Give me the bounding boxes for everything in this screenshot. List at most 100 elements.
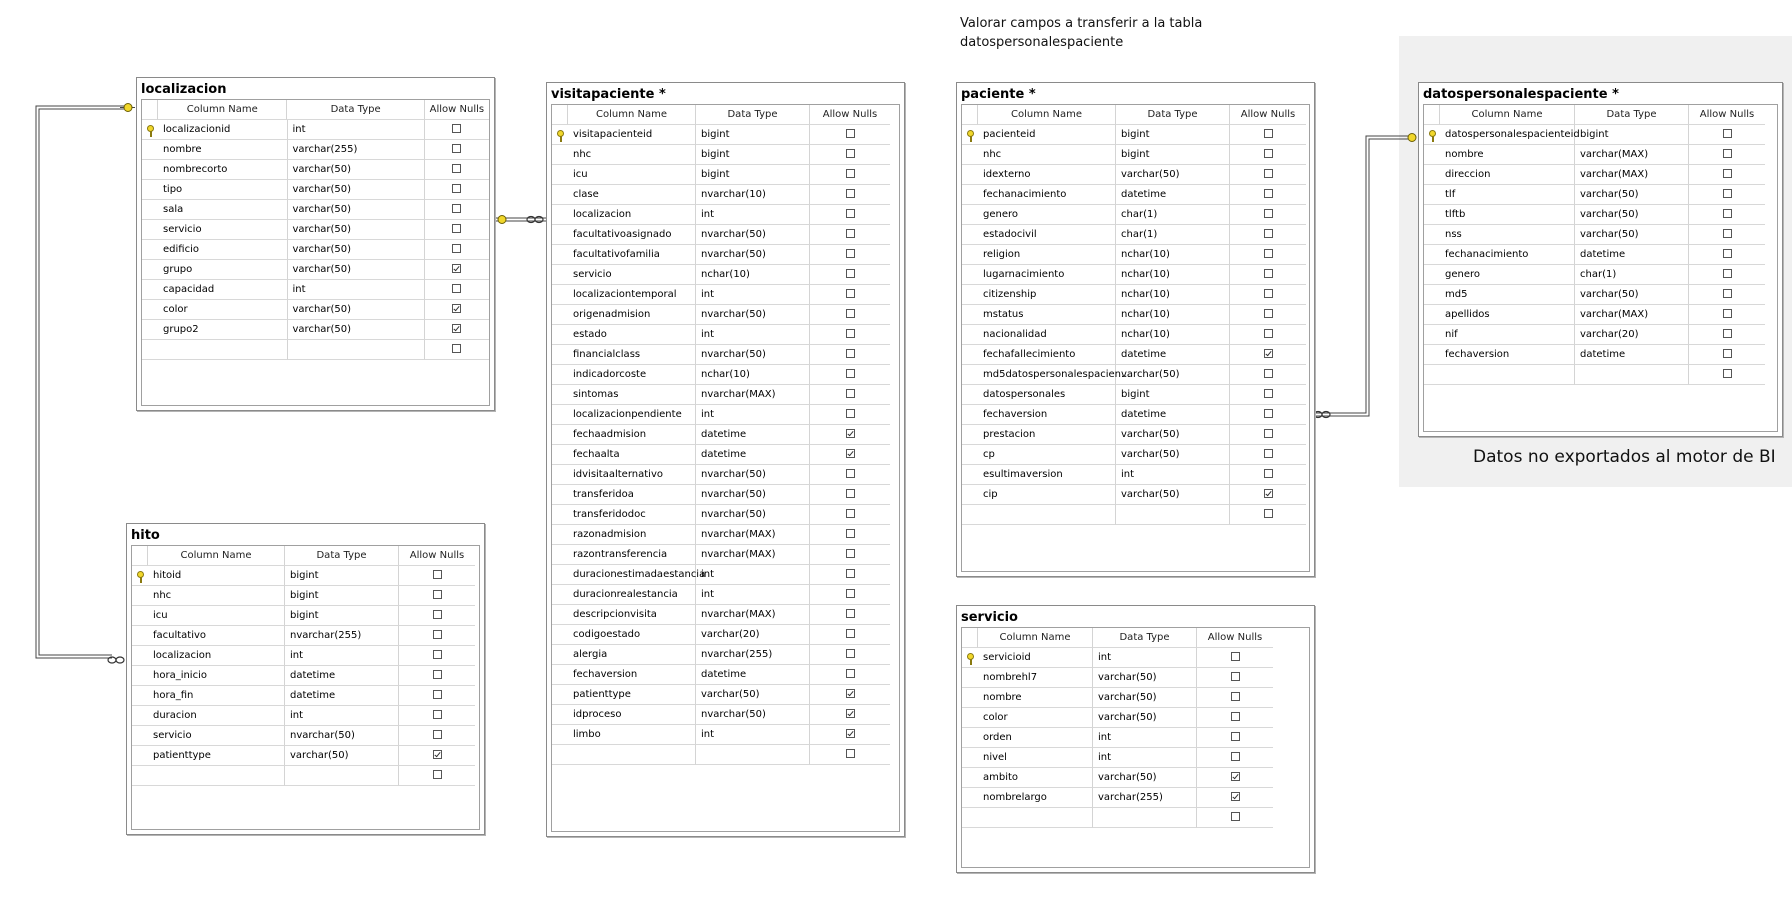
column-name-cell[interactable]: cp — [978, 445, 1116, 465]
allow-nulls-checkbox[interactable] — [1263, 228, 1273, 238]
data-type-cell[interactable]: nchar(10) — [1116, 245, 1230, 265]
allow-nulls-checkbox[interactable] — [452, 243, 462, 253]
column-name-cell[interactable]: fechaversion — [568, 665, 696, 685]
allow-nulls-checkbox[interactable] — [1722, 208, 1732, 218]
data-type-cell[interactable]: varchar(50) — [696, 685, 810, 705]
column-name-cell[interactable]: fechaadmision — [568, 425, 696, 445]
column-name-cell[interactable]: esultimaversion — [978, 465, 1116, 485]
data-type-cell[interactable]: char(1) — [1116, 225, 1230, 245]
allow-nulls-checkbox[interactable] — [1722, 188, 1732, 198]
table-title[interactable]: visitapaciente * — [551, 87, 666, 102]
allow-nulls-checkbox[interactable] — [1722, 128, 1732, 138]
allow-nulls-checkbox[interactable] — [845, 288, 855, 298]
allow-nulls-checkbox[interactable] — [1722, 168, 1732, 178]
allow-nulls-checkbox[interactable] — [845, 568, 855, 578]
allow-nulls-checkbox[interactable] — [845, 148, 855, 158]
column-name-cell[interactable]: fechanacimiento — [978, 185, 1116, 205]
allow-nulls-checkbox[interactable] — [845, 508, 855, 518]
data-type-cell[interactable]: nvarchar(50) — [696, 305, 810, 325]
data-type-cell[interactable]: datetime — [1116, 185, 1230, 205]
allow-nulls-checkbox[interactable] — [432, 589, 442, 599]
column-name-cell[interactable]: lugarnacimiento — [978, 265, 1116, 285]
allow-nulls-checkbox[interactable] — [1263, 428, 1273, 438]
allow-nulls-checkbox[interactable] — [845, 548, 855, 558]
data-type-cell[interactable]: bigint — [1116, 145, 1230, 165]
data-type-cell[interactable]: nvarchar(50) — [696, 245, 810, 265]
allow-nulls-checkbox[interactable] — [452, 143, 462, 153]
data-type-cell[interactable]: varchar(50) — [1575, 225, 1689, 245]
column-name-cell[interactable]: grupo2 — [158, 320, 288, 340]
column-name-cell[interactable]: localizacion — [148, 646, 285, 666]
column-name-cell[interactable]: razonadmision — [568, 525, 696, 545]
allow-nulls-checkbox[interactable] — [452, 223, 462, 233]
data-type-cell[interactable]: nvarchar(MAX) — [696, 525, 810, 545]
data-type-cell[interactable]: bigint — [1116, 385, 1230, 405]
data-type-cell[interactable]: varchar(50) — [287, 220, 425, 240]
column-name-cell[interactable]: cip — [978, 485, 1116, 505]
allow-nulls-checkbox[interactable] — [845, 448, 855, 458]
data-type-cell[interactable]: varchar(50) — [287, 320, 425, 340]
column-name-cell[interactable]: servicio — [568, 265, 696, 285]
data-type-cell[interactable]: datetime — [1116, 345, 1230, 365]
allow-nulls-checkbox[interactable] — [1722, 288, 1732, 298]
column-name-cell[interactable] — [1440, 365, 1575, 385]
data-type-cell[interactable]: bigint — [285, 586, 399, 606]
data-type-cell[interactable]: varchar(50) — [1093, 688, 1197, 708]
allow-nulls-checkbox[interactable] — [845, 748, 855, 758]
data-type-cell[interactable]: nchar(10) — [1116, 285, 1230, 305]
column-name-cell[interactable]: icu — [568, 165, 696, 185]
allow-nulls-checkbox[interactable] — [1263, 408, 1273, 418]
allow-nulls-checkbox[interactable] — [1263, 188, 1273, 198]
column-name-cell[interactable]: transferidodoc — [568, 505, 696, 525]
column-name-cell[interactable]: citizenship — [978, 285, 1116, 305]
column-name-cell[interactable]: duracion — [148, 706, 285, 726]
column-name-cell[interactable]: nombrecorto — [158, 160, 288, 180]
column-name-cell[interactable]: tlftb — [1440, 205, 1575, 225]
column-name-cell[interactable]: idexterno — [978, 165, 1116, 185]
column-name-cell[interactable] — [978, 808, 1093, 828]
allow-nulls-checkbox[interactable] — [1722, 248, 1732, 258]
allow-nulls-checkbox[interactable] — [1230, 651, 1240, 661]
allow-nulls-checkbox[interactable] — [1230, 691, 1240, 701]
allow-nulls-checkbox[interactable] — [1263, 328, 1273, 338]
column-name-cell[interactable]: capacidad — [158, 280, 288, 300]
data-type-cell[interactable]: nvarchar(50) — [696, 505, 810, 525]
data-type-cell[interactable]: nvarchar(50) — [696, 345, 810, 365]
allow-nulls-checkbox[interactable] — [845, 468, 855, 478]
column-name-cell[interactable]: md5datospersonalespacien... — [978, 365, 1131, 385]
allow-nulls-checkbox[interactable] — [845, 348, 855, 358]
data-type-cell[interactable]: nchar(10) — [1116, 305, 1230, 325]
data-type-cell[interactable]: varchar(MAX) — [1575, 305, 1689, 325]
column-name-cell[interactable]: estadocivil — [978, 225, 1116, 245]
data-type-cell[interactable]: bigint — [696, 165, 810, 185]
data-type-cell[interactable]: varchar(50) — [287, 300, 425, 320]
allow-nulls-checkbox[interactable] — [452, 183, 462, 193]
data-type-cell[interactable]: int — [696, 585, 810, 605]
column-name-cell[interactable]: facultativofamilia — [568, 245, 696, 265]
allow-nulls-checkbox[interactable] — [1263, 468, 1273, 478]
data-type-cell[interactable]: bigint — [1116, 125, 1230, 145]
data-type-cell[interactable]: datetime — [285, 686, 399, 706]
column-name-cell[interactable]: apellidos — [1440, 305, 1575, 325]
data-type-cell[interactable]: int — [285, 646, 399, 666]
data-type-cell[interactable]: nvarchar(50) — [696, 705, 810, 725]
allow-nulls-checkbox[interactable] — [452, 263, 462, 273]
column-name-cell[interactable]: localizacionid — [158, 120, 288, 140]
